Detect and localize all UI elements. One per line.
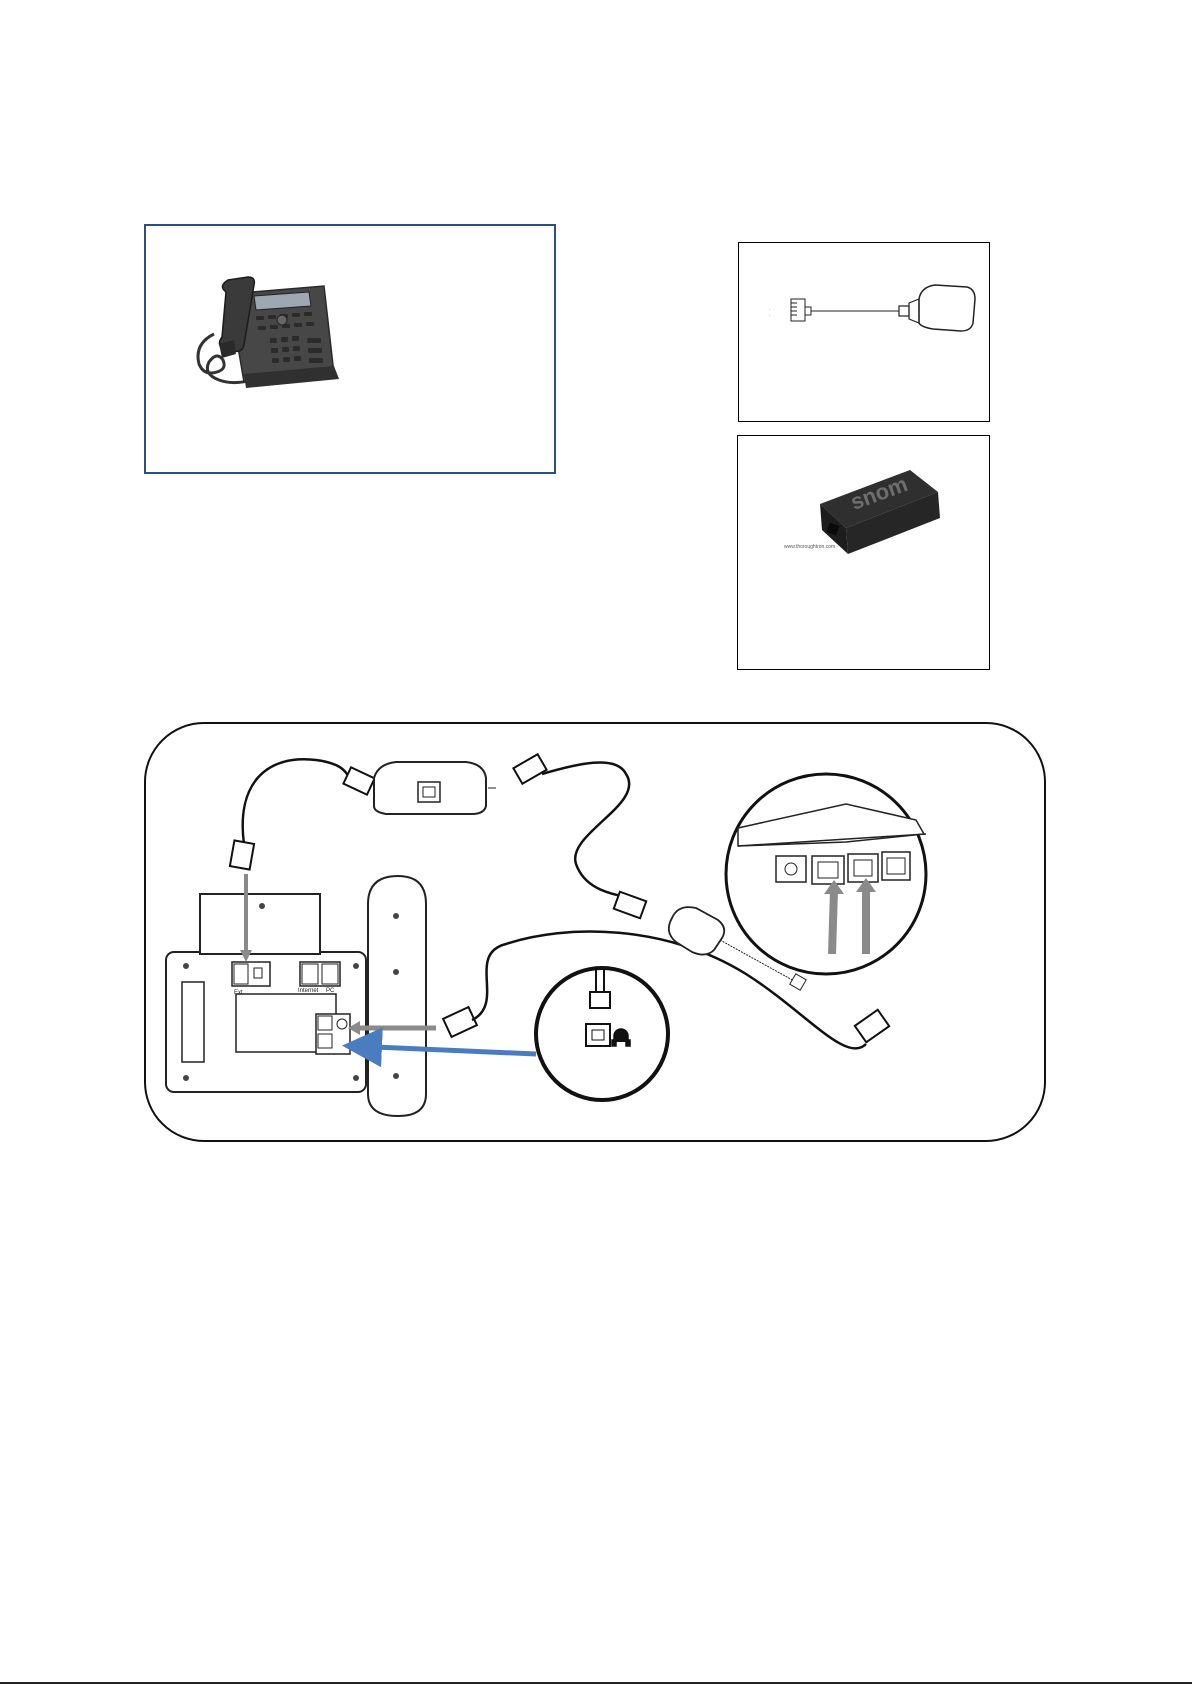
- adapter-cable-frame: · ·: [738, 242, 990, 422]
- label-ext: Ext: [234, 990, 243, 996]
- phone-photo-frame: [144, 224, 556, 474]
- svg-text:·: ·: [769, 313, 771, 319]
- ehs-adapter-drawing: [374, 762, 496, 814]
- page-bottom-rule: [0, 1682, 1192, 1684]
- ehs-adapter-frame: snom www.thoroughtron.com: [737, 435, 990, 670]
- url-label: www.thoroughtron.com: [784, 544, 835, 550]
- ehs-adapter-image: snom www.thoroughtron.com: [738, 436, 988, 668]
- phone-back-view: Ext Internet PC: [166, 894, 366, 1092]
- adapter-head: [919, 285, 975, 331]
- base-station-zoom: [726, 774, 926, 974]
- label-internet: Internet: [298, 988, 319, 994]
- headset-jack-zoom: [536, 968, 668, 1100]
- desk-phone-image: [174, 254, 374, 414]
- rj-plug: [791, 299, 805, 321]
- wiring-diagram: Ext Internet PC: [144, 722, 1046, 1142]
- nav-wheel: [277, 315, 287, 325]
- handset-back: [368, 876, 426, 1116]
- adapter-cable-image: · ·: [739, 243, 988, 420]
- label-pc: PC: [326, 988, 335, 994]
- headset-cable: [513, 754, 646, 918]
